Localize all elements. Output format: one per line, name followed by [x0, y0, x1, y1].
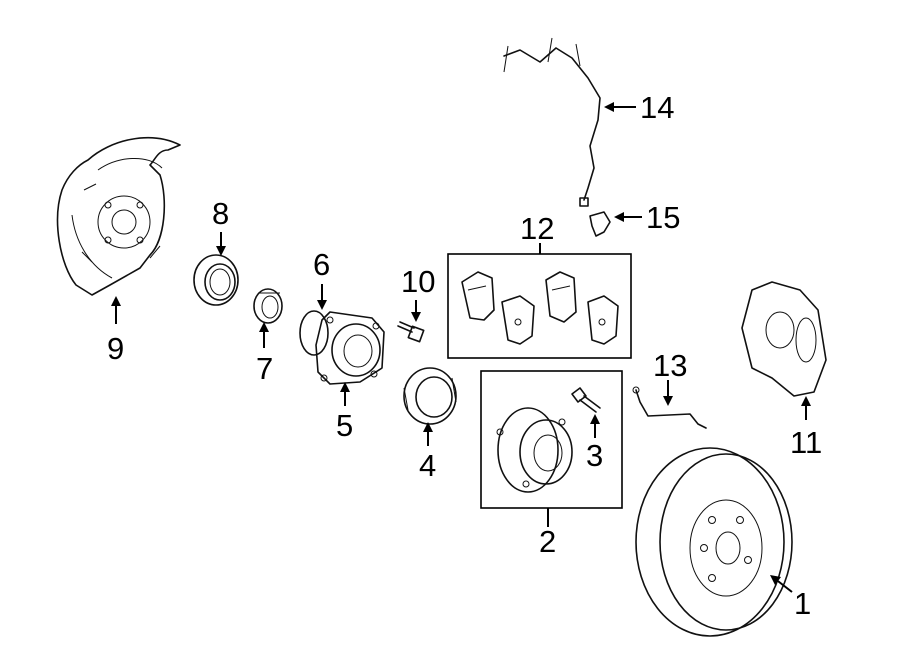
wheel-stud-part — [571, 387, 601, 413]
callout-13: 13 — [653, 348, 687, 383]
bolt-part — [397, 321, 425, 343]
bearing-part — [253, 288, 283, 324]
sensor-wire-part — [503, 37, 601, 207]
hub-kit-box — [480, 370, 623, 509]
dust-shield-part — [56, 137, 181, 296]
brake-rotor-part — [635, 447, 793, 637]
callout-4: 4 — [419, 448, 436, 483]
callout-9: 9 — [107, 331, 124, 366]
callout-7: 7 — [256, 351, 273, 386]
callout-12: 12 — [520, 211, 554, 246]
hub-bearing-part — [403, 367, 457, 425]
callout-5: 5 — [336, 408, 353, 443]
callout-14: 14 — [640, 90, 674, 125]
callout-11: 11 — [790, 425, 822, 460]
callout-3: 3 — [586, 438, 603, 473]
caliper-part — [741, 281, 827, 397]
callout-8: 8 — [212, 196, 229, 231]
callout-10: 10 — [401, 264, 435, 299]
callout-1: 1 — [794, 586, 811, 621]
hub-assembly-part — [299, 310, 385, 385]
wheel-hub-part — [496, 407, 573, 493]
pads-kit-box — [447, 253, 632, 359]
leader-arrows — [111, 102, 811, 593]
callout-2: 2 — [539, 524, 556, 559]
brake-hose-part — [632, 386, 707, 429]
seal-part — [193, 254, 239, 306]
abs-sensor-part — [589, 211, 611, 237]
callout-6: 6 — [313, 247, 330, 282]
callout-15: 15 — [646, 200, 680, 235]
brake-pads-part — [461, 271, 619, 345]
